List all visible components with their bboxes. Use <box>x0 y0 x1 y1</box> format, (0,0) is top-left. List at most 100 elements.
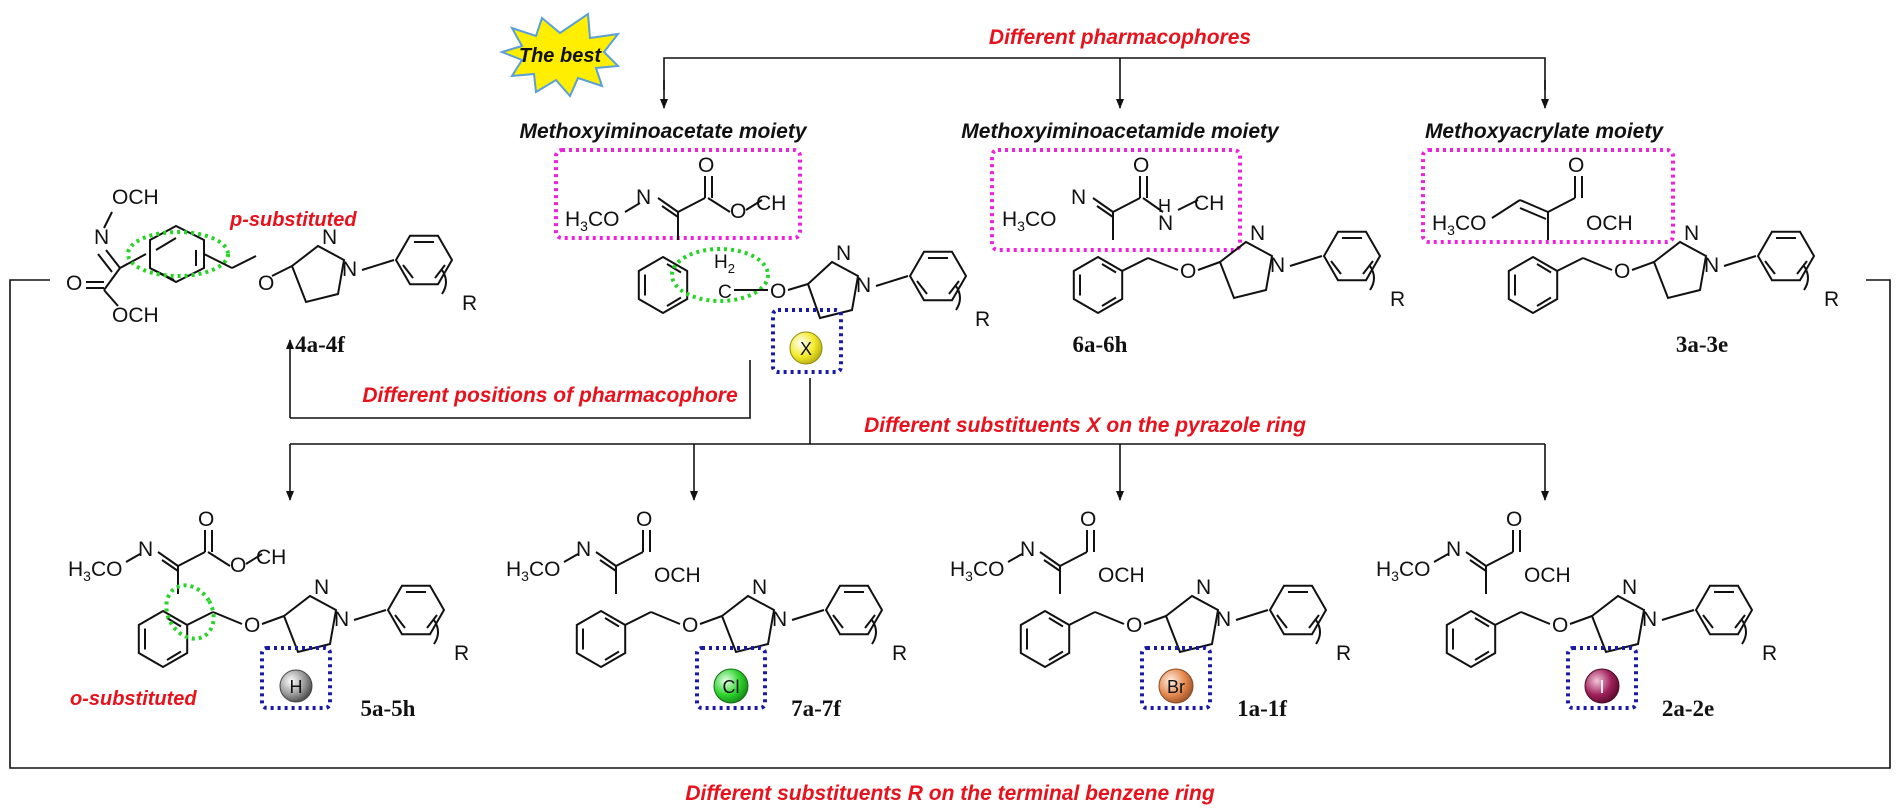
svg-text:OCH: OCH <box>1524 564 1571 587</box>
svg-text:O: O <box>198 508 214 531</box>
svg-text:R: R <box>454 642 469 665</box>
svg-text:N: N <box>342 258 357 281</box>
r-substituent-bracket <box>9 279 1891 769</box>
methoxyacrylate-title: Methoxyacrylate moiety <box>1425 120 1664 143</box>
svg-text:O: O <box>1506 508 1522 531</box>
svg-text:N: N <box>836 242 851 265</box>
svg-text:N: N <box>94 226 109 249</box>
svg-text:N: N <box>1020 538 1035 561</box>
svg-text:R: R <box>975 308 990 331</box>
svg-text:CH: CH <box>1194 192 1224 215</box>
svg-text:R: R <box>1336 642 1351 665</box>
svg-text:H3CO: H3CO <box>68 558 122 584</box>
the-best-label: The best <box>519 45 603 67</box>
svg-text:H3CO: H3CO <box>1376 558 1430 584</box>
svg-text:O: O <box>636 508 652 531</box>
svg-text:N: N <box>1270 254 1285 277</box>
svg-text:N: N <box>1216 608 1231 631</box>
svg-text:H2: H2 <box>714 252 735 276</box>
svg-text:O: O <box>698 154 714 177</box>
svg-text:O: O <box>230 554 246 577</box>
different-pharmacophores-label: Different pharmacophores <box>989 26 1251 49</box>
different-substituents-x-label: Different substituents X on the pyrazole… <box>864 414 1306 437</box>
sphere-h-label: H <box>290 677 303 697</box>
svg-text:N: N <box>1071 186 1086 209</box>
svg-text:N: N <box>1446 538 1461 561</box>
structure-2: H3CO N O OCH O N N R I 2a-2e <box>1376 508 1777 721</box>
svg-text:N: N <box>1196 576 1211 599</box>
svg-text:O: O <box>770 280 786 303</box>
sphere-cl-label: Cl <box>723 677 740 697</box>
svg-text:O: O <box>244 614 260 637</box>
structure-3: H3CO O OCH O N N R 3a-3e <box>1421 148 1839 357</box>
svg-text:O: O <box>1126 614 1142 637</box>
svg-text:OCH: OCH <box>1098 564 1145 587</box>
svg-text:N: N <box>314 576 329 599</box>
sphere-i-label: I <box>1599 677 1604 697</box>
o-substituted-label: o-substituted <box>70 688 197 710</box>
compound-7a-7f: 7a-7f <box>791 696 841 721</box>
svg-text:O: O <box>1614 260 1630 283</box>
svg-text:R: R <box>1390 288 1405 311</box>
sphere-x-label: X <box>800 339 812 359</box>
substituent-connector <box>286 378 1549 501</box>
lead-structure: H3CO N O O CH H2 C O N N R X <box>554 148 990 374</box>
svg-text:O: O <box>258 272 274 295</box>
svg-text:N: N <box>1684 222 1699 245</box>
svg-text:N: N <box>1250 222 1265 245</box>
svg-text:N: N <box>138 538 153 561</box>
svg-text:R: R <box>1824 288 1839 311</box>
svg-text:N: N <box>772 608 787 631</box>
svg-text:H3CO: H3CO <box>950 558 1004 584</box>
svg-text:O: O <box>682 614 698 637</box>
p-substituted-label: p-substituted <box>229 209 357 231</box>
structure-4: OCH N O OCH O N N R p-substituted 4a-4f <box>66 186 477 357</box>
the-best-starburst: The best <box>498 12 621 98</box>
svg-text:OCH: OCH <box>112 186 159 209</box>
svg-text:R: R <box>462 292 477 315</box>
svg-text:OCH: OCH <box>112 304 159 327</box>
structure-5: H3CO N O O CH O N N R H o-substituted 5a… <box>68 508 469 721</box>
svg-text:O: O <box>1180 260 1196 283</box>
svg-text:OCH: OCH <box>654 564 701 587</box>
svg-text:O: O <box>1080 508 1096 531</box>
svg-text:N: N <box>334 608 349 631</box>
svg-text:H3CO: H3CO <box>565 208 619 234</box>
svg-text:CH: CH <box>756 192 786 215</box>
compound-6a-6h: 6a-6h <box>1073 332 1128 357</box>
different-substituents-r-label: Different substituents R on the terminal… <box>685 782 1215 805</box>
svg-text:N: N <box>752 576 767 599</box>
different-positions-label: Different positions of pharmacophore <box>362 384 738 407</box>
compound-5a-5h: 5a-5h <box>361 696 416 721</box>
svg-text:N: N <box>856 274 871 297</box>
sphere-br-label: Br <box>1167 677 1185 697</box>
position-connector <box>286 339 751 419</box>
svg-text:O: O <box>1133 154 1149 177</box>
compound-4a-4f: 4a-4f <box>295 332 345 357</box>
svg-text:O: O <box>1552 614 1568 637</box>
compound-2a-2e: 2a-2e <box>1662 696 1714 721</box>
svg-text:R: R <box>892 642 907 665</box>
svg-text:C: C <box>718 282 732 303</box>
svg-text:H3CO: H3CO <box>1002 208 1056 234</box>
svg-text:O: O <box>730 200 746 223</box>
x-substituent-box <box>771 308 843 374</box>
svg-text:N: N <box>1158 212 1173 235</box>
svg-text:N: N <box>576 538 591 561</box>
svg-text:H3CO: H3CO <box>1432 212 1486 238</box>
svg-text:N: N <box>1642 608 1657 631</box>
svg-text:O: O <box>1568 154 1584 177</box>
svg-text:OCH: OCH <box>1586 212 1633 235</box>
methoxyiminoacetamide-title: Methoxyiminoacetamide moiety <box>961 120 1280 143</box>
compound-3a-3e: 3a-3e <box>1676 332 1728 357</box>
svg-text:R: R <box>1762 642 1777 665</box>
pharmacophores-connector <box>660 57 1549 109</box>
structure-1: H3CO N O OCH O N N R Br 1a-1f <box>950 508 1351 721</box>
compound-1a-1f: 1a-1f <box>1237 696 1287 721</box>
svg-text:H: H <box>1158 196 1171 216</box>
svg-text:N: N <box>322 226 337 249</box>
methoxyiminoacetate-title: Methoxyiminoacetate moiety <box>519 120 807 143</box>
svg-text:N: N <box>1622 576 1637 599</box>
svg-text:CH: CH <box>256 546 286 569</box>
svg-text:N: N <box>1704 254 1719 277</box>
